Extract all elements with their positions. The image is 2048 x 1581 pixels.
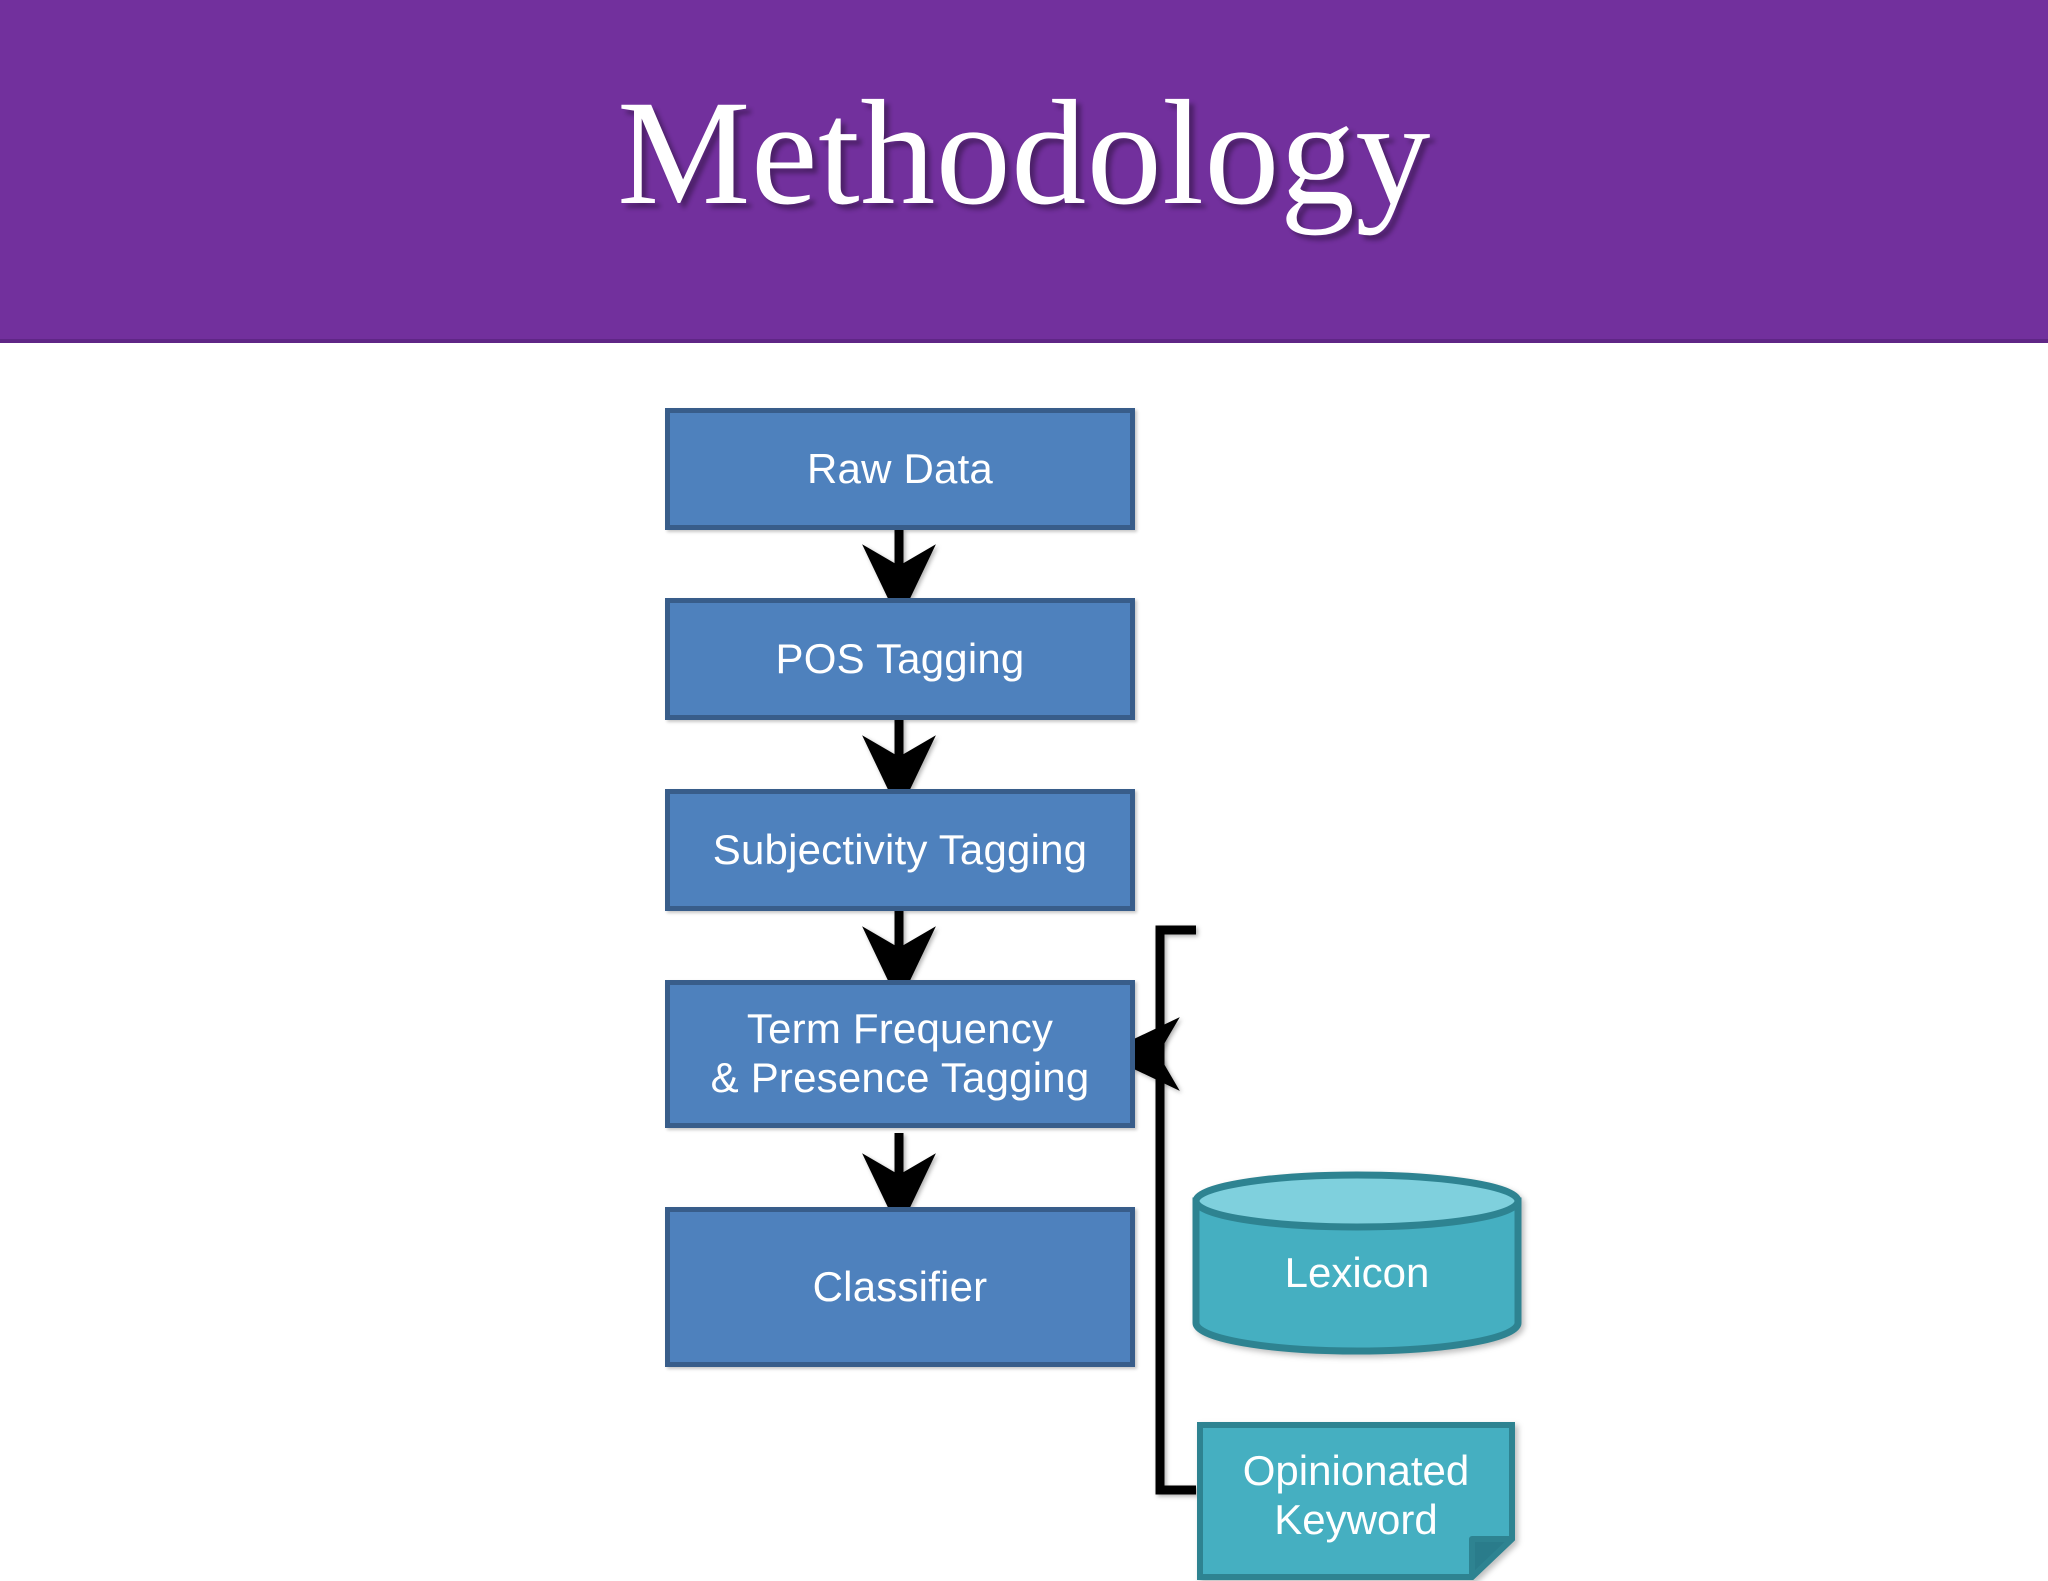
folded-corner-body bbox=[1197, 1422, 1515, 1580]
cylinder-shape bbox=[1192, 1171, 1522, 1355]
flow-node-term-frequency-label-line1: Term Frequency bbox=[746, 1005, 1054, 1053]
cylinder-top bbox=[1192, 1171, 1522, 1231]
flow-node-raw-data[interactable]: Raw Data bbox=[665, 408, 1135, 530]
folded-corner-shape bbox=[1197, 1422, 1515, 1580]
flow-node-raw-data-label: Raw Data bbox=[806, 444, 993, 492]
folded-corner-fold bbox=[1469, 1536, 1515, 1580]
page-title: Methodology bbox=[617, 70, 1431, 236]
flow-node-term-frequency-label-line2: & Presence Tagging bbox=[710, 1054, 1090, 1101]
flow-node-classifier[interactable]: Classifier bbox=[665, 1207, 1135, 1367]
flow-node-subjectivity-tagging[interactable]: Subjectivity Tagging bbox=[665, 789, 1135, 911]
flow-node-lexicon[interactable]: Lexicon bbox=[1192, 1171, 1522, 1355]
bracket-resources-to-termfreq bbox=[1155, 925, 1196, 1495]
title-banner: Methodology bbox=[0, 0, 2048, 343]
flow-node-pos-tagging-label: POS Tagging bbox=[775, 634, 1025, 682]
flow-node-classifier-label: Classifier bbox=[812, 1262, 988, 1310]
cylinder-body bbox=[1192, 1197, 1522, 1355]
flow-node-pos-tagging[interactable]: POS Tagging bbox=[665, 598, 1135, 720]
methodology-flowchart: Raw Data POS Tagging Subjectivity Taggin… bbox=[0, 343, 2048, 1580]
flow-node-term-frequency[interactable]: Term Frequency & Presence Tagging bbox=[665, 980, 1135, 1128]
flow-node-subjectivity-tagging-label: Subjectivity Tagging bbox=[712, 825, 1088, 873]
flow-node-opinionated-keyword[interactable]: Opinionated Keyword bbox=[1196, 1421, 1516, 1581]
